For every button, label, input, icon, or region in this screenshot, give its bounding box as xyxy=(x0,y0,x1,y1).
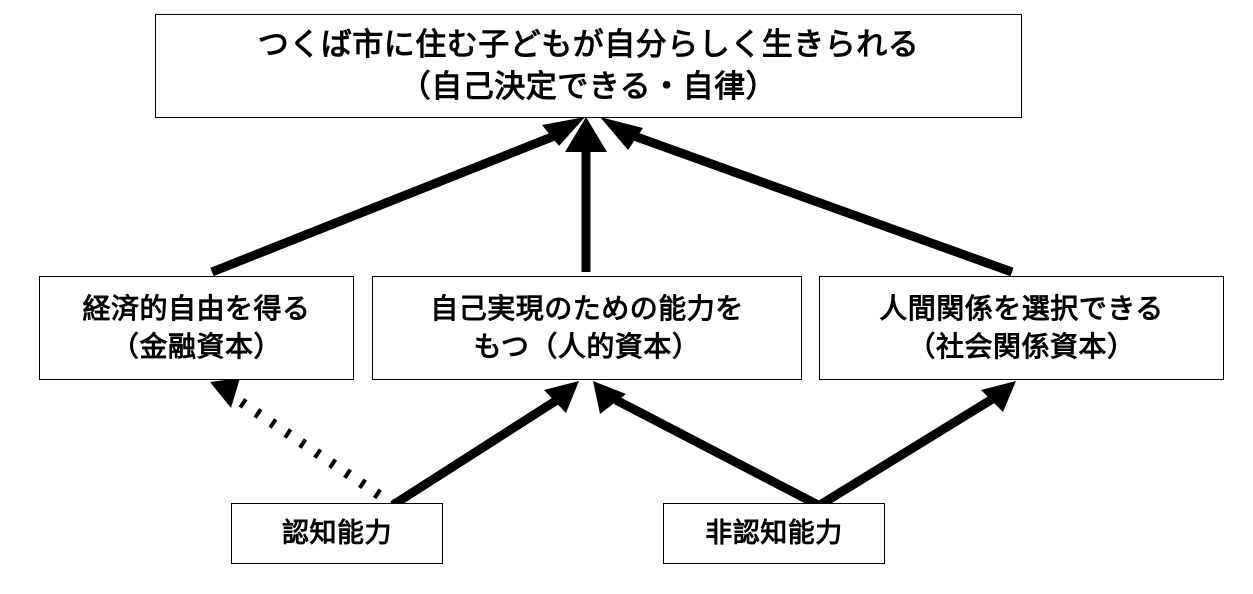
edge-noncognitive-to-social xyxy=(817,381,1016,509)
social-capital-label: 人間関係を選択できる （社会関係資本） xyxy=(879,293,1164,362)
edge-human-to-goal xyxy=(565,117,607,272)
edge-cognitive-to-human xyxy=(390,381,579,509)
edge-cognitive-to-financial xyxy=(210,378,397,510)
goal-box-label: つくば市に住む子どもが自分らしく生きられる （自己決定できる・自律） xyxy=(257,27,920,104)
goal-box[interactable]: つくば市に住む子どもが自分らしく生きられる （自己決定できる・自律） xyxy=(155,14,1022,118)
cognitive-ability-box[interactable]: 認知能力 xyxy=(231,503,443,564)
noncognitive-ability-label: 非認知能力 xyxy=(705,518,843,549)
social-capital-box[interactable]: 人間関係を選択できる （社会関係資本） xyxy=(819,276,1224,380)
human-capital-label: 自己実現のための能力を もつ（人的資本） xyxy=(430,293,744,362)
financial-capital-label: 経済的自由を得る （金融資本） xyxy=(82,293,311,362)
noncognitive-ability-box[interactable]: 非認知能力 xyxy=(663,503,885,564)
edge-social-to-goal xyxy=(600,117,1014,277)
edge-noncognitive-to-human xyxy=(593,381,821,509)
financial-capital-box[interactable]: 経済的自由を得る （金融資本） xyxy=(39,276,354,380)
edge-financial-to-goal xyxy=(210,117,585,277)
human-capital-box[interactable]: 自己実現のための能力を もつ（人的資本） xyxy=(372,276,802,380)
cognitive-ability-label: 認知能力 xyxy=(282,518,392,549)
